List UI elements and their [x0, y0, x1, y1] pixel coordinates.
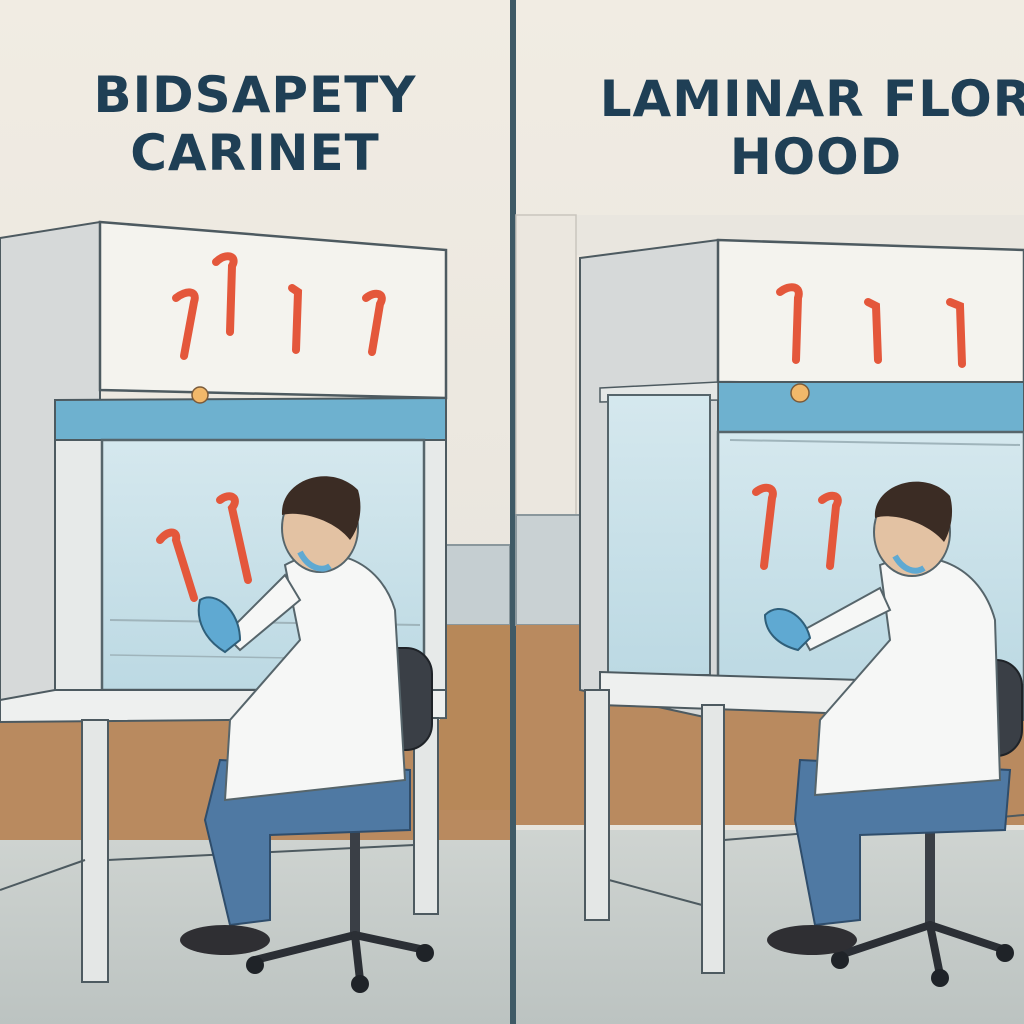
left-panel-title: BIDSAPETY CARINET [0, 66, 510, 182]
airflow-arrows-left [156, 252, 386, 602]
cabinet-leg [413, 717, 439, 915]
sash-band-right [717, 381, 1024, 433]
left-title-line-1: BIDSAPETY [93, 66, 417, 124]
panel-divider [510, 0, 516, 1024]
right-panel-title: LAMINAR FLOR HOOD [516, 70, 1024, 186]
hood-leg [701, 704, 725, 974]
hood-leg [584, 689, 610, 921]
airflow-arrows-right [752, 283, 966, 570]
right-title-line-1: LAMINAR FLOR [599, 70, 1024, 128]
scientist-left [180, 476, 411, 955]
scientist-right [763, 481, 1012, 955]
cabinet-top-left [98, 220, 448, 400]
sash-band-left [54, 396, 447, 441]
hood-top [716, 238, 1024, 387]
right-panel-laminar-flow-hood [515, 214, 1024, 987]
right-title-line-2: HOOD [729, 128, 903, 186]
cabinet-leg [81, 719, 109, 983]
left-panel-biosafety-cabinet [0, 220, 511, 993]
left-title-line-2: CARINET [130, 124, 380, 182]
hood-side-glass [607, 394, 711, 676]
